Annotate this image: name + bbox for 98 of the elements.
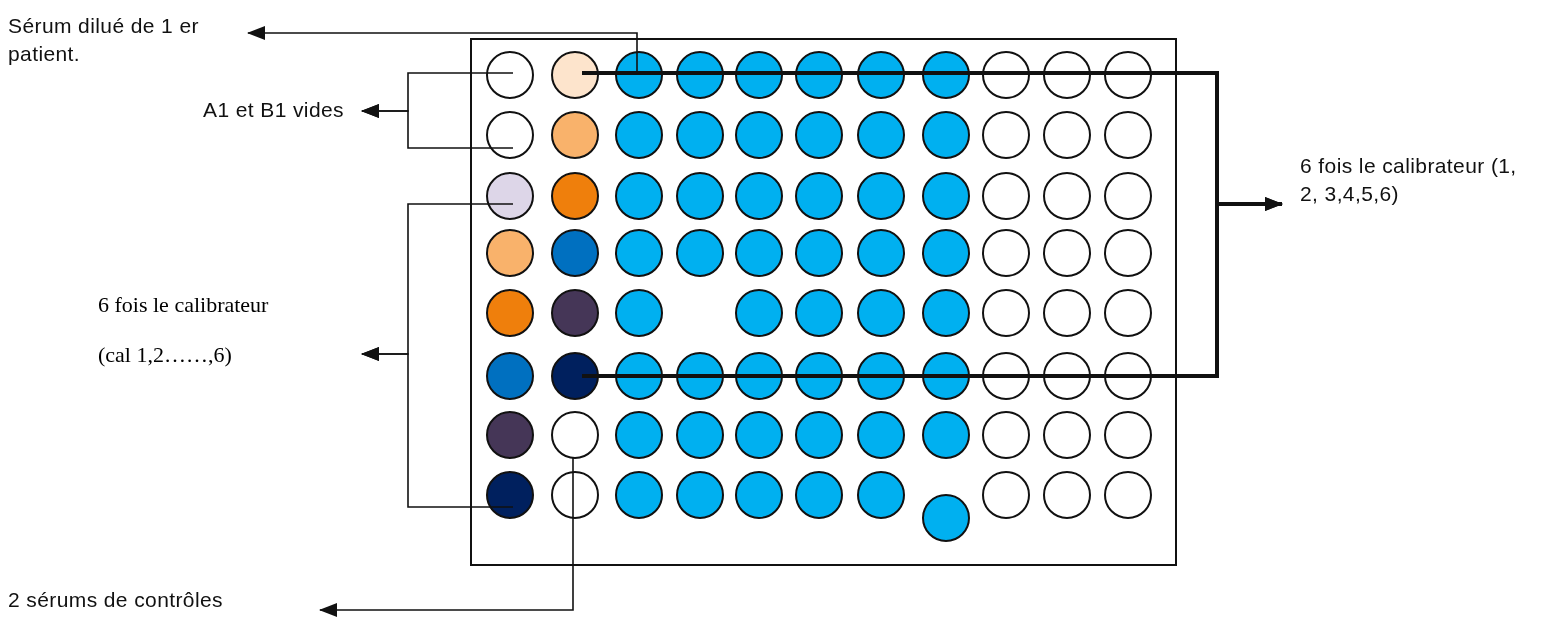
plate-well [982,111,1030,159]
plate-well [615,51,663,99]
plate-well [857,51,905,99]
plate-well [615,289,663,337]
callout-text: 2 sérums de contrôles [8,587,223,613]
plate-well [735,411,783,459]
plate-well [922,172,970,220]
plate-well [486,172,534,220]
plate-well [795,172,843,220]
plate-well [857,289,905,337]
leader-arrow [247,26,638,74]
plate-well [922,289,970,337]
plate-well [795,229,843,277]
plate-well [735,172,783,220]
plate-well [735,352,783,400]
leader-arrow [361,104,514,149]
plate-well [982,229,1030,277]
plate-well [615,111,663,159]
plate-well [1104,411,1152,459]
leader-arrow [582,197,1283,378]
plate-well [676,471,724,519]
plate-well [795,111,843,159]
plate-well [486,111,534,159]
plate-well [795,289,843,337]
callout-text: 6 fois le calibrateur (1, 2, 3,4,5,6) [1300,153,1518,207]
plate-well [486,289,534,337]
plate-well [486,471,534,519]
callout-text: Sérum dilué de 1 er patient. [8,13,200,67]
plate-well [1043,289,1091,337]
plate-well [1104,51,1152,99]
plate-well [486,411,534,459]
plate-well [486,352,534,400]
plate-well [615,411,663,459]
plate-well [551,471,599,519]
plate-well [857,411,905,459]
plate-well [795,411,843,459]
callout-text: 6 fois le calibrateur [98,291,269,319]
plate-well [676,111,724,159]
plate-well [551,411,599,459]
plate-well [1104,172,1152,220]
plate-well [922,229,970,277]
plate-well [551,229,599,277]
plate-well [735,289,783,337]
plate-well [982,471,1030,519]
plate-well [676,172,724,220]
plate-well [1104,352,1152,400]
plate-well [486,51,534,99]
plate-well [857,352,905,400]
plate-well [615,471,663,519]
plate-well [615,229,663,277]
plate-well [486,229,534,277]
plate-well [615,352,663,400]
plate-well [982,352,1030,400]
plate-well [982,289,1030,337]
plate-well [1043,352,1091,400]
plate-well [615,172,663,220]
plate-well [735,111,783,159]
plate-well [982,172,1030,220]
plate-well [676,229,724,277]
plate-well [982,51,1030,99]
plate-well [982,411,1030,459]
plate-well [1104,229,1152,277]
plate-well [922,352,970,400]
plate-well [551,352,599,400]
plate-well [1043,471,1091,519]
plate-well [857,111,905,159]
plate-well [676,352,724,400]
plate-well [551,289,599,337]
leader-arrow [361,347,514,508]
plate-well [857,172,905,220]
plate-well [1043,229,1091,277]
plate-well [1043,411,1091,459]
plate-well [922,494,970,542]
plate-well [735,471,783,519]
plate-well [1104,111,1152,159]
plate-well [795,471,843,519]
callout-text: A1 et B1 vides [203,97,344,123]
plate-well [857,229,905,277]
plate-well [795,51,843,99]
plate-well [676,51,724,99]
plate-well [1043,51,1091,99]
plate-well [857,471,905,519]
plate-well [1043,172,1091,220]
plate-well [795,352,843,400]
plate-well [735,51,783,99]
plate-well [1043,111,1091,159]
plate-well [735,229,783,277]
microplate [470,38,1177,566]
plate-well [551,51,599,99]
plate-well [551,111,599,159]
plate-well [922,111,970,159]
plate-well [922,411,970,459]
plate-well [551,172,599,220]
plate-well [1104,289,1152,337]
plate-well [1104,471,1152,519]
callout-text: (cal 1,2……,6) [98,341,232,369]
plate-well [922,51,970,99]
plate-well [676,411,724,459]
